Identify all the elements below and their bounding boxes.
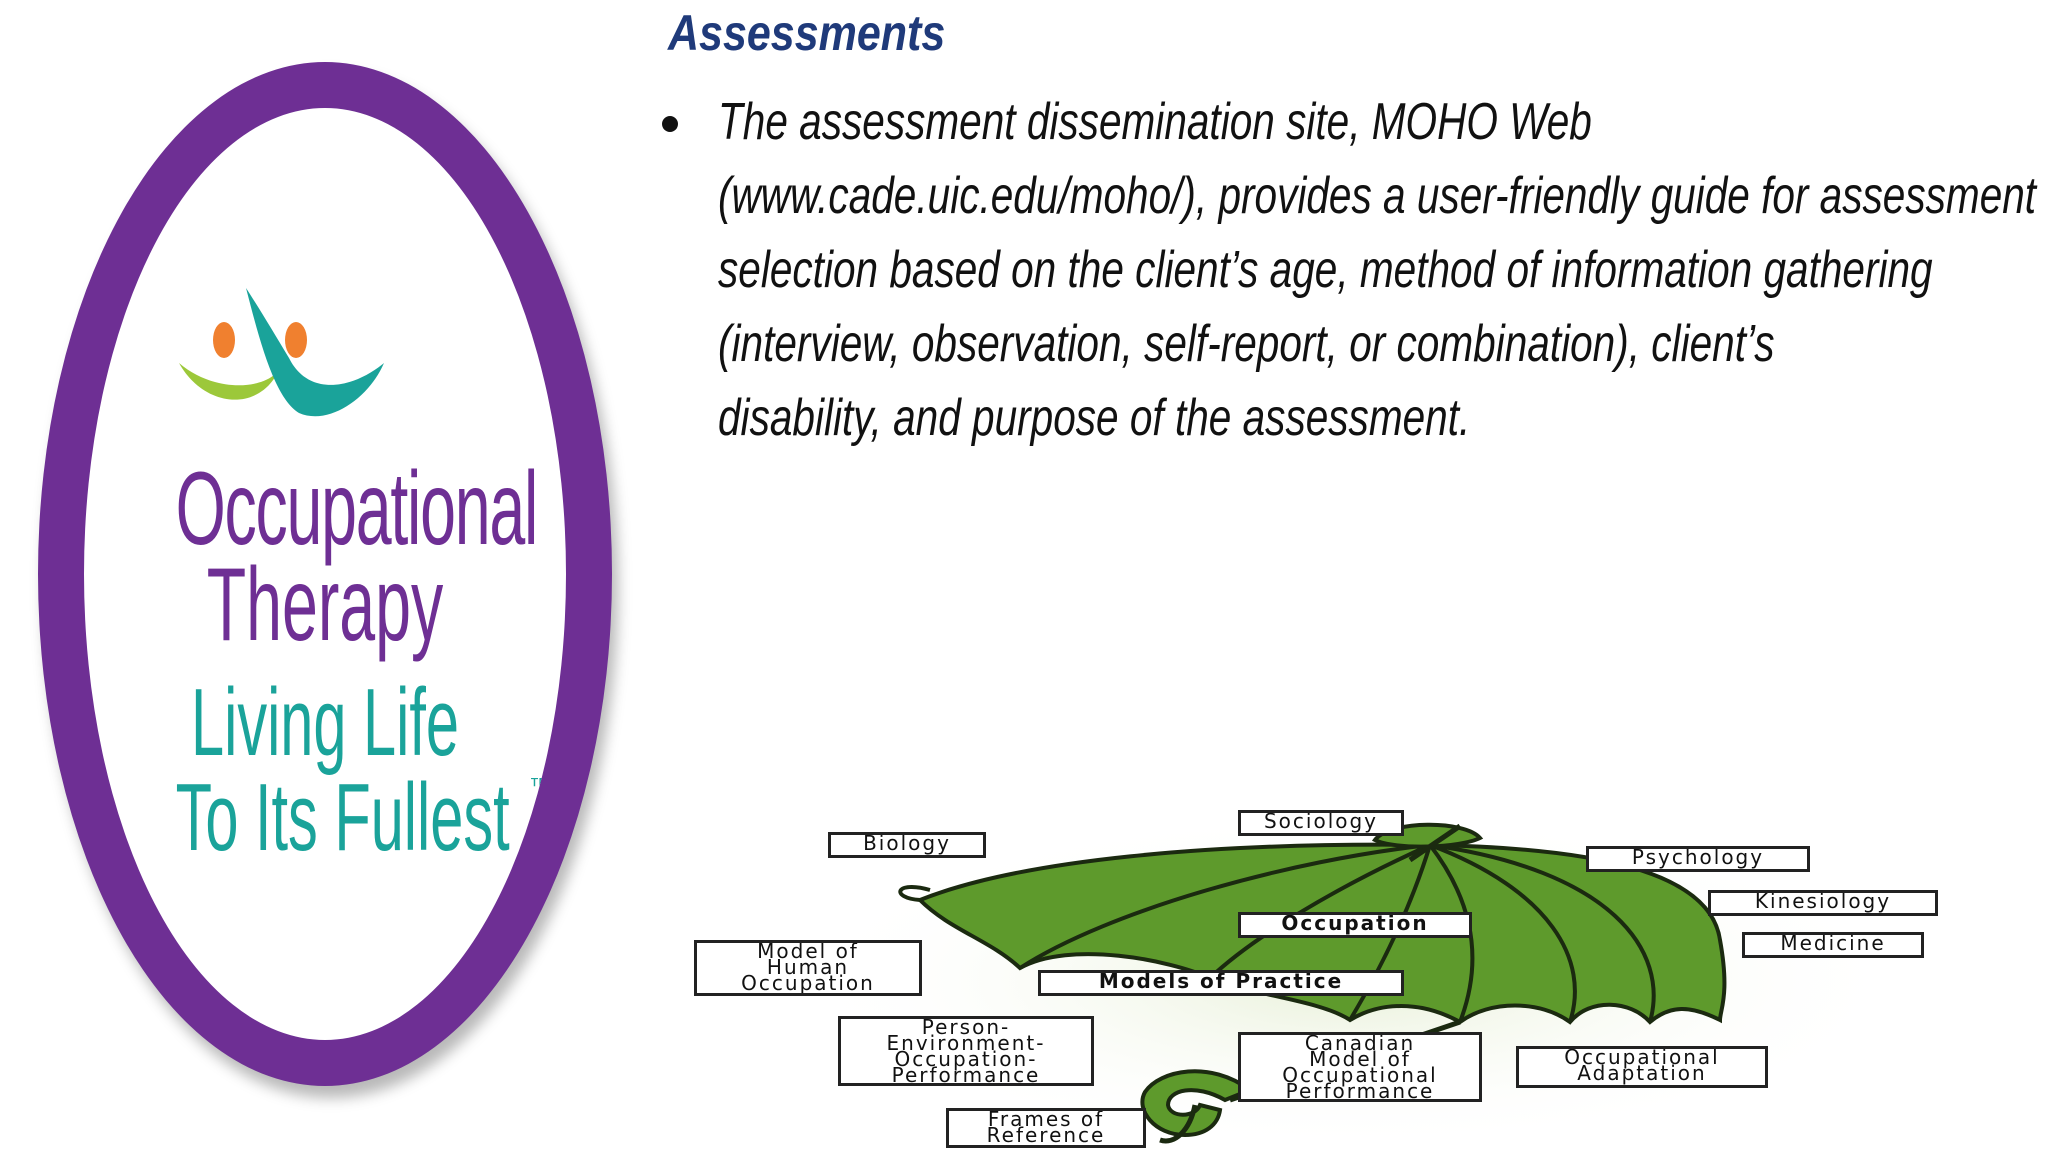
label-models-of-practice: Models of Practice bbox=[1038, 970, 1404, 996]
label-biology: Biology bbox=[828, 832, 986, 858]
bullet-text-line: (www.cade.uic.edu/moho/), provides a use… bbox=[718, 167, 2037, 225]
bullet-text-line: selection based on the client’s age, met… bbox=[718, 241, 1933, 299]
label-occupation: Occupation bbox=[1238, 912, 1472, 938]
bullet-icon bbox=[662, 116, 678, 132]
label-occupational-adaptation: Occupational Adaptation bbox=[1516, 1046, 1768, 1088]
slide-title: Assessments bbox=[668, 5, 946, 61]
occupational-therapy-logo: Occupational Therapy Living Life To Its … bbox=[38, 62, 612, 1086]
bullet-text-line: The assessment dissemination site, MOHO … bbox=[718, 93, 1592, 151]
label-kinesiology: Kinesiology bbox=[1708, 890, 1938, 916]
bullet-text-line: (interview, observation, self-report, or… bbox=[718, 315, 1775, 373]
label-cmop: Canadian Model of Occupational Performan… bbox=[1238, 1032, 1482, 1102]
logo-text-occupational: Occupational bbox=[175, 451, 539, 567]
logo-text-therapy: Therapy bbox=[206, 547, 444, 663]
label-medicine: Medicine bbox=[1742, 932, 1924, 958]
bullet-text-line: disability, and purpose of the assessmen… bbox=[718, 389, 1471, 447]
umbrella-diagram: Sociology Biology Psychology Kinesiology… bbox=[690, 800, 1960, 1152]
logo-text-living-life: Living Life bbox=[190, 669, 460, 776]
logo-figures-icon bbox=[179, 288, 384, 417]
label-psychology: Psychology bbox=[1586, 846, 1810, 872]
label-peop: Person- Environment- Occupation- Perform… bbox=[838, 1016, 1094, 1086]
label-sociology: Sociology bbox=[1238, 810, 1404, 836]
label-moho: Model of Human Occupation bbox=[694, 940, 922, 996]
label-frames-of-reference: Frames of Reference bbox=[946, 1108, 1146, 1148]
logo-text-fullest: To Its Fullest bbox=[175, 764, 510, 871]
trademark-symbol: ™ bbox=[529, 773, 551, 798]
